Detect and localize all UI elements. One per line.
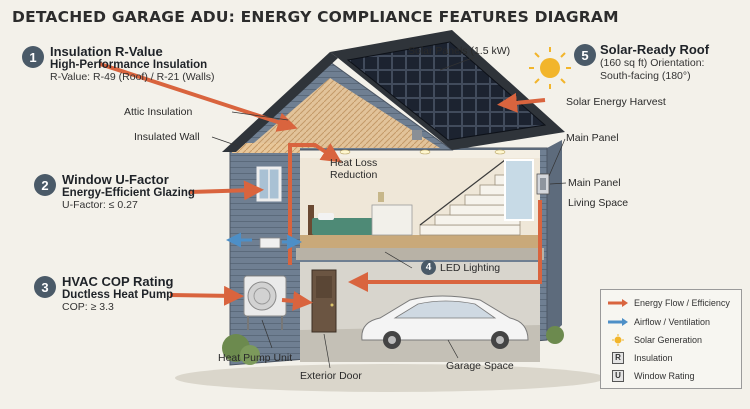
blue-arrow-icon [607, 316, 629, 328]
side-wall [547, 140, 562, 338]
living-space-label: Living Space [568, 197, 629, 209]
feature-insulation: Insulation R-Value High-Performance Insu… [50, 44, 215, 84]
feature-2-detail: U-Factor: ≤ 0.27 [62, 199, 138, 211]
legend-label-airflow: Airflow / Ventilation [634, 317, 711, 327]
legend-item-insulation: R Insulation [607, 352, 673, 364]
feature-2-subtitle: Energy-Efficient Glazing [62, 187, 195, 199]
car [361, 295, 529, 349]
feature-5-title: Solar-Ready Roof [600, 42, 710, 57]
heat-loss-label: Heat Loss Reduction [330, 157, 377, 181]
feature-hvac: HVAC COP Rating Ductless Heat Pump COP: … [62, 274, 173, 314]
bed-headboard [308, 205, 314, 235]
heat-loss-line-2: Reduction [330, 169, 378, 181]
ground [175, 364, 605, 392]
bed [312, 218, 384, 235]
feature-2-badge: 2 [34, 174, 56, 196]
page-title: DETACHED GARAGE ADU: ENERGY COMPLIANCE F… [12, 8, 619, 26]
living-window [504, 159, 534, 221]
leader-lines [211, 56, 567, 369]
feature-1-badge: 1 [22, 46, 44, 68]
heat-pump-unit [243, 275, 287, 330]
solar-panels [346, 41, 547, 141]
feature-2-title: Window U-Factor [62, 172, 169, 187]
solar-panels-label: Solar Panels (1.5 kW) [408, 45, 511, 57]
feature-window: Window U-Factor Energy-Efficient Glazing… [62, 172, 195, 212]
insulation-r-icon: R [612, 352, 624, 364]
sun-icon [607, 334, 629, 346]
feature-1-detail: R-Value: R-49 (Roof) / R-21 (Walls) [50, 71, 215, 83]
main-panel-label-1: Main Panel [566, 132, 619, 144]
heat-pump-unit-label: Heat Pump Unit [218, 352, 293, 364]
solar-harvest-label: Solar Energy Harvest [566, 96, 666, 108]
sun-icon [529, 47, 571, 89]
feature-4-badge: 4 [421, 260, 436, 275]
feature-5-badge: 5 [574, 44, 596, 66]
feature-3-title: HVAC COP Rating [62, 274, 174, 289]
feature-5-detail-1: (160 sq ft) Orientation: [600, 57, 705, 69]
feature-3-badge: 3 [34, 276, 56, 298]
led-lighting-label: LED Lighting [440, 262, 501, 274]
exterior-door-label: Exterior Door [300, 370, 362, 382]
roof-front-edge [222, 52, 338, 152]
insulated-wall-band [232, 143, 300, 153]
feature-1-title: Insulation R-Value [50, 44, 163, 59]
attic-insulation-label: Attic Insulation [124, 106, 193, 118]
feature-5-detail-2: South-facing (180°) [600, 70, 691, 82]
airflow-arrows [226, 232, 302, 250]
heat-loss-line-1: Heat Loss [330, 157, 378, 169]
feature-3-subtitle: Ductless Heat Pump [62, 289, 174, 301]
legend-item-airflow: Airflow / Ventilation [607, 316, 710, 328]
floor-slab [296, 248, 544, 260]
legend: Energy Flow / Efficiency Airflow / Venti… [600, 289, 742, 389]
garage-space-label: Garage Space [446, 360, 514, 372]
legend-label-energy: Energy Flow / Efficiency [634, 298, 730, 308]
led-lights [339, 149, 506, 155]
orange-arrow-icon [607, 297, 629, 309]
living-floor [300, 235, 540, 248]
legend-item-energy: Energy Flow / Efficiency [607, 297, 730, 309]
legend-label-insulation: Insulation [634, 353, 673, 363]
kitchen-cabinet [371, 204, 413, 236]
window-u-icon: U [612, 370, 624, 382]
feature-1-subtitle: High-Performance Insulation [50, 59, 208, 71]
feature-solar: Solar-Ready Roof (160 sq ft) Orientation… [600, 42, 709, 83]
legend-label-solar: Solar Generation [634, 335, 703, 345]
legend-item-solar: Solar Generation [607, 334, 702, 346]
indoor-unit [259, 237, 281, 249]
feature-3-detail: COP: ≥ 3.3 [62, 301, 114, 313]
legend-label-window: Window Rating [634, 371, 695, 381]
insulated-wall-label: Insulated Wall [134, 131, 200, 143]
legend-item-window: U Window Rating [607, 370, 695, 382]
main-panel-label-2: Main Panel [568, 177, 621, 189]
